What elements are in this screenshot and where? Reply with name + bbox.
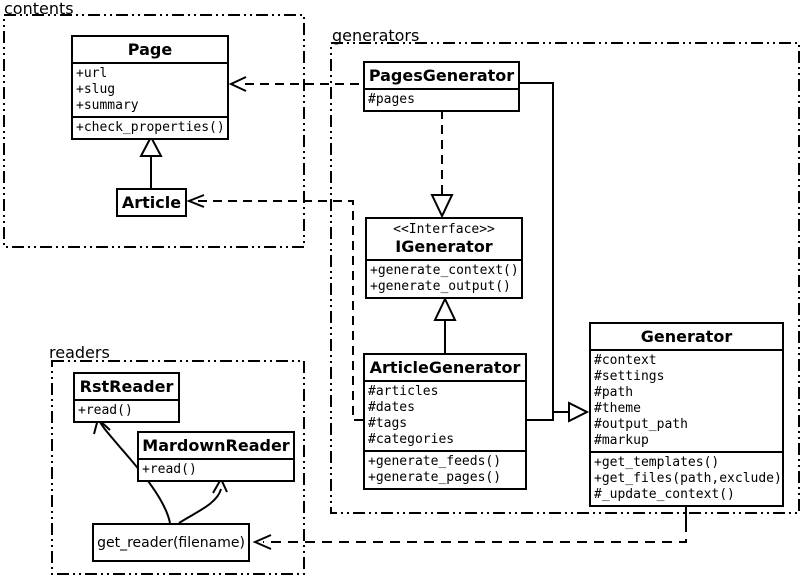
function-box-get-reader-label: get_reader(filename) — [97, 534, 245, 551]
class-articlegenerator-methods: +generate_feeds() +generate_pages() — [365, 450, 525, 488]
class-articlegenerator-attributes: #articles #dates #tags #categories — [365, 380, 525, 450]
method: #_update_context() — [594, 487, 735, 502]
attribute: +url — [76, 66, 108, 81]
class-page-attributes: +url +slug +summary — [73, 62, 227, 116]
attribute: #articles — [368, 384, 439, 399]
inheritance-arrow-generators-generator — [520, 82, 590, 423]
class-articlegenerator-name: ArticleGenerator — [369, 358, 521, 377]
class-rstreader-name: RstReader — [79, 377, 174, 396]
dependency-arrow-articlegenerator-article — [186, 194, 363, 421]
class-page-name: Page — [127, 40, 173, 59]
method: +generate_context() — [370, 263, 519, 278]
class-articlegenerator: ArticleGenerator #articles #dates #tags … — [363, 353, 527, 490]
class-pagesgenerator-name: PagesGenerator — [368, 66, 515, 85]
attribute: +slug — [76, 82, 116, 97]
attribute: #dates — [368, 400, 415, 415]
method: +get_templates() — [594, 455, 720, 470]
attribute: #categories — [368, 432, 455, 447]
dependency-arrow-pagesgenerator-page — [228, 76, 363, 92]
class-page-methods: +check_properties() — [73, 116, 227, 138]
class-generator-attributes: #context #settings #path #theme #output_… — [591, 349, 782, 451]
function-box-get-reader: get_reader(filename) — [92, 523, 250, 562]
method: +generate_output() — [370, 279, 511, 294]
method: +read() — [142, 462, 197, 477]
package-label-generators: generators — [332, 26, 420, 45]
attribute: #markup — [594, 433, 649, 448]
package-label-readers: readers — [49, 343, 110, 362]
class-igenerator-stereotype: <<Interface>> — [393, 222, 495, 237]
method: +read() — [78, 403, 133, 418]
inheritance-arrow-article-page — [139, 134, 163, 188]
realization-arrow-pagesgenerator-igenerator — [430, 110, 454, 219]
class-mardownreader-name: MardownReader — [142, 436, 290, 455]
dependency-arrow-generator-getreader — [252, 503, 687, 550]
class-pagesgenerator: PagesGenerator #pages — [363, 61, 520, 112]
class-mardownreader-methods: +read() — [139, 458, 293, 480]
attribute: #pages — [368, 92, 415, 107]
class-article: Article — [116, 188, 187, 217]
attribute: #tags — [368, 416, 408, 431]
class-mardownreader: MardownReader +read() — [137, 431, 295, 482]
class-igenerator-name: IGenerator — [395, 237, 493, 256]
class-rstreader: RstReader +read() — [73, 372, 180, 423]
method: +get_files(path,exclude) — [594, 471, 782, 486]
class-article-name: Article — [121, 193, 182, 212]
method: +generate_pages() — [368, 470, 502, 485]
class-pagesgenerator-attributes: #pages — [365, 88, 518, 110]
package-label-contents: contents — [4, 0, 74, 18]
association-arrow-getreader-mardownreader — [178, 476, 228, 524]
class-page: Page +url +slug +summary +check_properti… — [71, 35, 229, 140]
class-igenerator-methods: +generate_context() +generate_output() — [367, 259, 521, 297]
inheritance-arrow-articlegenerator-igenerator — [433, 296, 457, 353]
attribute: #context — [594, 353, 657, 368]
method: +generate_feeds() — [368, 454, 502, 469]
attribute: #path — [594, 385, 634, 400]
attribute: +summary — [76, 98, 139, 113]
class-igenerator: <<Interface>> IGenerator +generate_conte… — [365, 217, 523, 299]
attribute: #output_path — [594, 417, 688, 432]
class-rstreader-methods: +read() — [75, 399, 178, 421]
method: +check_properties() — [76, 120, 225, 135]
class-generator-name: Generator — [640, 327, 733, 346]
class-generator-methods: +get_templates() +get_files(path,exclude… — [591, 451, 782, 505]
class-generator: Generator #context #settings #path #them… — [589, 322, 784, 507]
attribute: #settings — [594, 369, 665, 384]
attribute: #theme — [594, 401, 641, 416]
